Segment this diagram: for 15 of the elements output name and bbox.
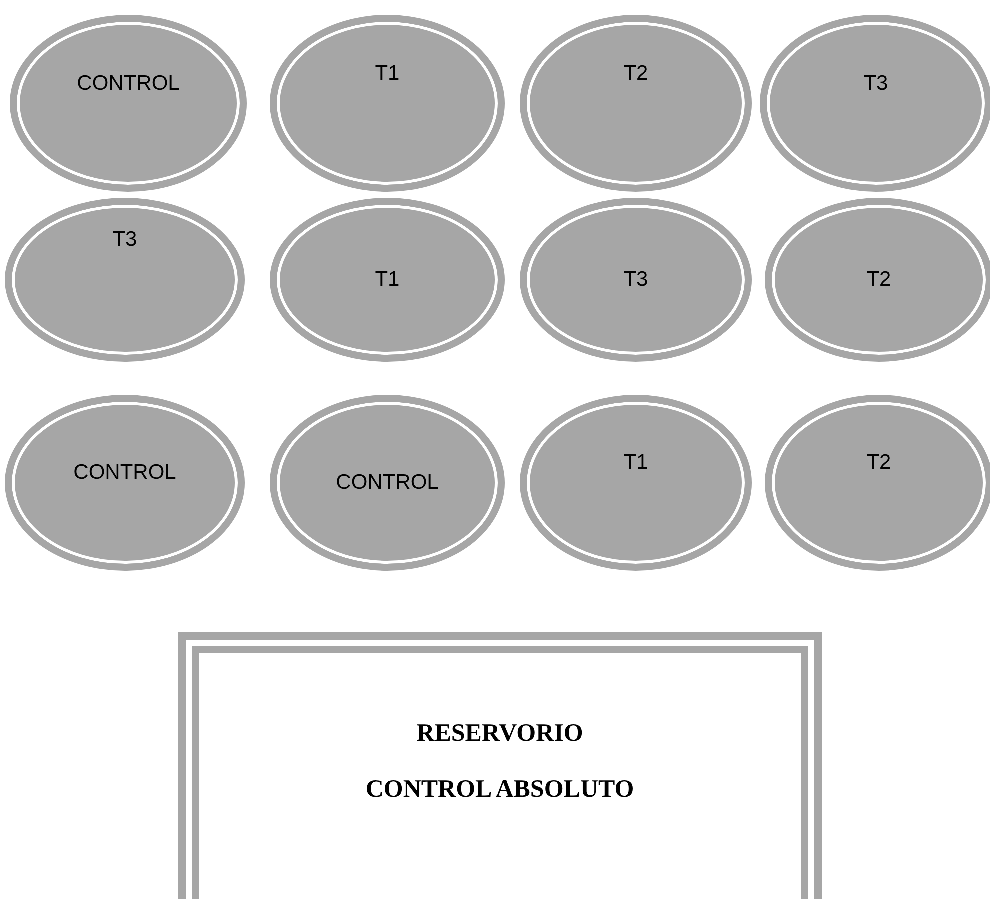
node-label: T2 [866,268,892,292]
node-label: CONTROL ABSOLUTO [366,776,634,804]
node-label: T3 [112,228,138,252]
node-label: CONTROL [74,461,176,485]
node-label: CONTROL [77,72,180,96]
node-label: T3 [864,72,888,96]
rectangle-node [178,632,822,899]
node-label: T1 [624,451,648,475]
node-label: CONTROL [336,471,439,495]
node-label: T3 [624,268,648,292]
node-label: T2 [624,62,648,86]
node-label: T2 [866,451,892,475]
node-label: T1 [375,62,400,86]
node-label: T1 [375,268,400,292]
node-label: RESERVORIO [416,720,584,748]
